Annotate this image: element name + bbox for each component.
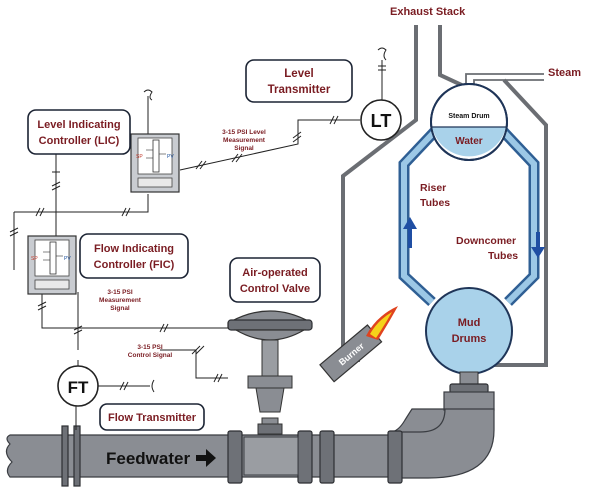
svg-text:Level: Level (284, 68, 313, 80)
lt-tag: LT (371, 111, 392, 131)
lic-controller: SP PV (130, 133, 180, 193)
mud-label-1: Mud (458, 317, 481, 329)
lic-sp: SP (136, 154, 143, 160)
control-signal-label: 3-15 PSI Control Signal (128, 344, 173, 359)
level-transmitter-instrument: LT (360, 99, 402, 141)
svg-text:Level Indicating: Level Indicating (37, 119, 120, 131)
svg-text:Measurement: Measurement (223, 137, 266, 144)
flow-arrow-icon (196, 449, 216, 467)
flow-signal-label: 3-15 PSI Measurement Signal (99, 289, 142, 312)
downcomer-label-1: Downcomer (456, 235, 516, 247)
svg-text:Signal: Signal (110, 305, 130, 312)
feedwater-label: Feedwater (106, 449, 190, 468)
svg-text:Transmitter: Transmitter (268, 84, 331, 96)
flame-icon (366, 306, 398, 340)
lic-pv: PV (167, 154, 174, 160)
burner: Burner (319, 306, 398, 383)
exhaust-stack-label: Exhaust Stack (390, 6, 466, 18)
riser-label-1: Riser (420, 182, 446, 194)
svg-text:3-15 PSI Level: 3-15 PSI Level (222, 129, 266, 136)
svg-text:Air-operated: Air-operated (242, 267, 307, 279)
boiler (398, 83, 545, 410)
svg-text:Flow Indicating: Flow Indicating (94, 243, 174, 255)
svg-text:Controller (FIC): Controller (FIC) (94, 259, 175, 271)
svg-text:3-15 PSI: 3-15 PSI (107, 289, 132, 296)
svg-text:Control Signal: Control Signal (128, 352, 173, 359)
water-label: Water (455, 136, 483, 147)
label-flow-transmitter: Flow Transmitter (99, 403, 205, 431)
mud-drum (425, 287, 513, 375)
label-level-transmitter: Level Transmitter (245, 59, 353, 103)
tube-arrow-icon (531, 232, 545, 258)
feedwater-pipe: Feedwater (5, 391, 495, 487)
svg-text:Control Valve: Control Valve (240, 283, 310, 295)
svg-text:Measurement: Measurement (99, 297, 142, 304)
level-signal-label: 3-15 PSI Level Measurement Signal (222, 129, 266, 152)
tube-arrow-icon (403, 217, 417, 248)
svg-text:Flow Transmitter: Flow Transmitter (108, 412, 197, 424)
riser-label-2: Tubes (420, 197, 450, 209)
steam-drum-label: Steam Drum (448, 113, 489, 120)
ft-tag: FT (68, 378, 89, 397)
svg-text:Controller (LIC): Controller (LIC) (39, 135, 120, 147)
label-lic: Level Indicating Controller (LIC) (27, 109, 131, 155)
label-control-valve: Air-operated Control Valve (229, 257, 321, 303)
fic-controller: SP PV (27, 235, 77, 295)
fic-pv: PV (64, 256, 71, 262)
steam-label: Steam (548, 67, 581, 79)
flow-transmitter-instrument: FT (57, 365, 99, 407)
control-valve (227, 310, 313, 435)
fic-sp: SP (31, 256, 38, 262)
mud-label-2: Drums (452, 333, 487, 345)
svg-text:3-15 PSI: 3-15 PSI (137, 344, 162, 351)
svg-text:Signal: Signal (234, 145, 254, 152)
label-fic: Flow Indicating Controller (FIC) (79, 233, 189, 279)
downcomer-label-2: Tubes (488, 250, 518, 262)
